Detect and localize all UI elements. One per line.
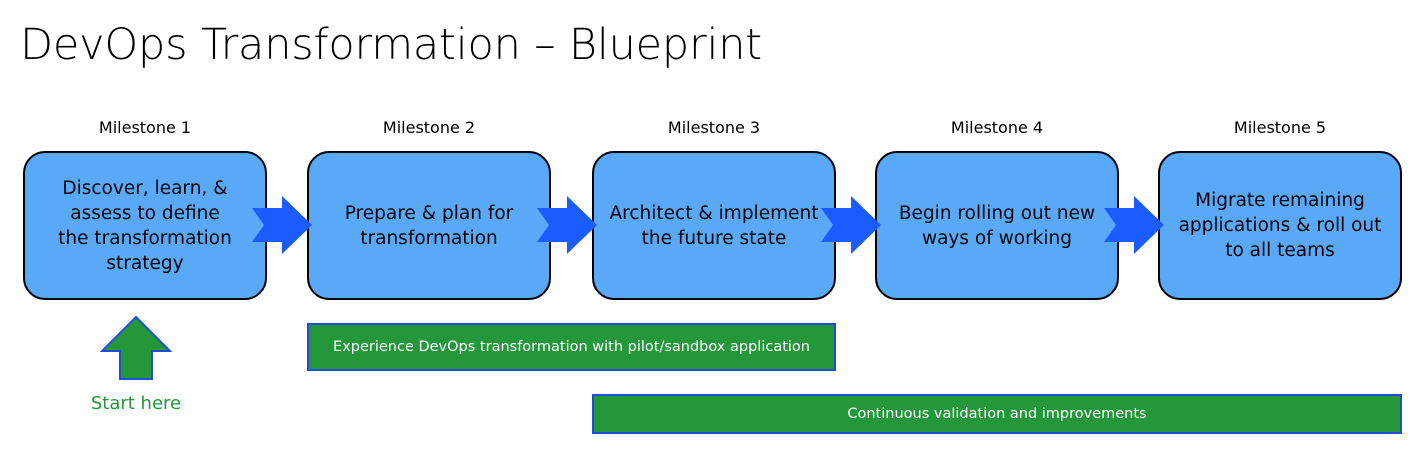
milestone-1-label: Milestone 1 (98, 118, 192, 137)
milestone-4-label: Milestone 4 (950, 118, 1044, 137)
arrow-up-icon (100, 315, 172, 380)
milestone-2-label: Milestone 2 (382, 118, 476, 137)
continuous-improvement-bar: Continuous validation and improvements (592, 394, 1402, 434)
milestone-3-label: Milestone 3 (667, 118, 761, 137)
milestone-3-box: Architect & implement the future state (592, 151, 836, 300)
arrow-right-icon (821, 196, 881, 254)
arrow-right-icon (252, 196, 312, 254)
start-here-label: Start here (90, 393, 182, 414)
pilot-bar: Experience DevOps transformation with pi… (307, 323, 836, 371)
milestone-5-label: Milestone 5 (1233, 118, 1327, 137)
arrow-right-icon (537, 196, 597, 254)
milestone-2-box: Prepare & plan for transformation (307, 151, 551, 300)
milestone-4-box: Begin rolling out new ways of working (875, 151, 1119, 300)
milestone-5-box: Migrate remaining applications & roll ou… (1158, 151, 1402, 300)
milestone-1-box: Discover, learn, & assess to define the … (23, 151, 267, 300)
arrow-right-icon (1104, 196, 1164, 254)
page-title: DevOps Transformation – Blueprint (20, 20, 762, 70)
